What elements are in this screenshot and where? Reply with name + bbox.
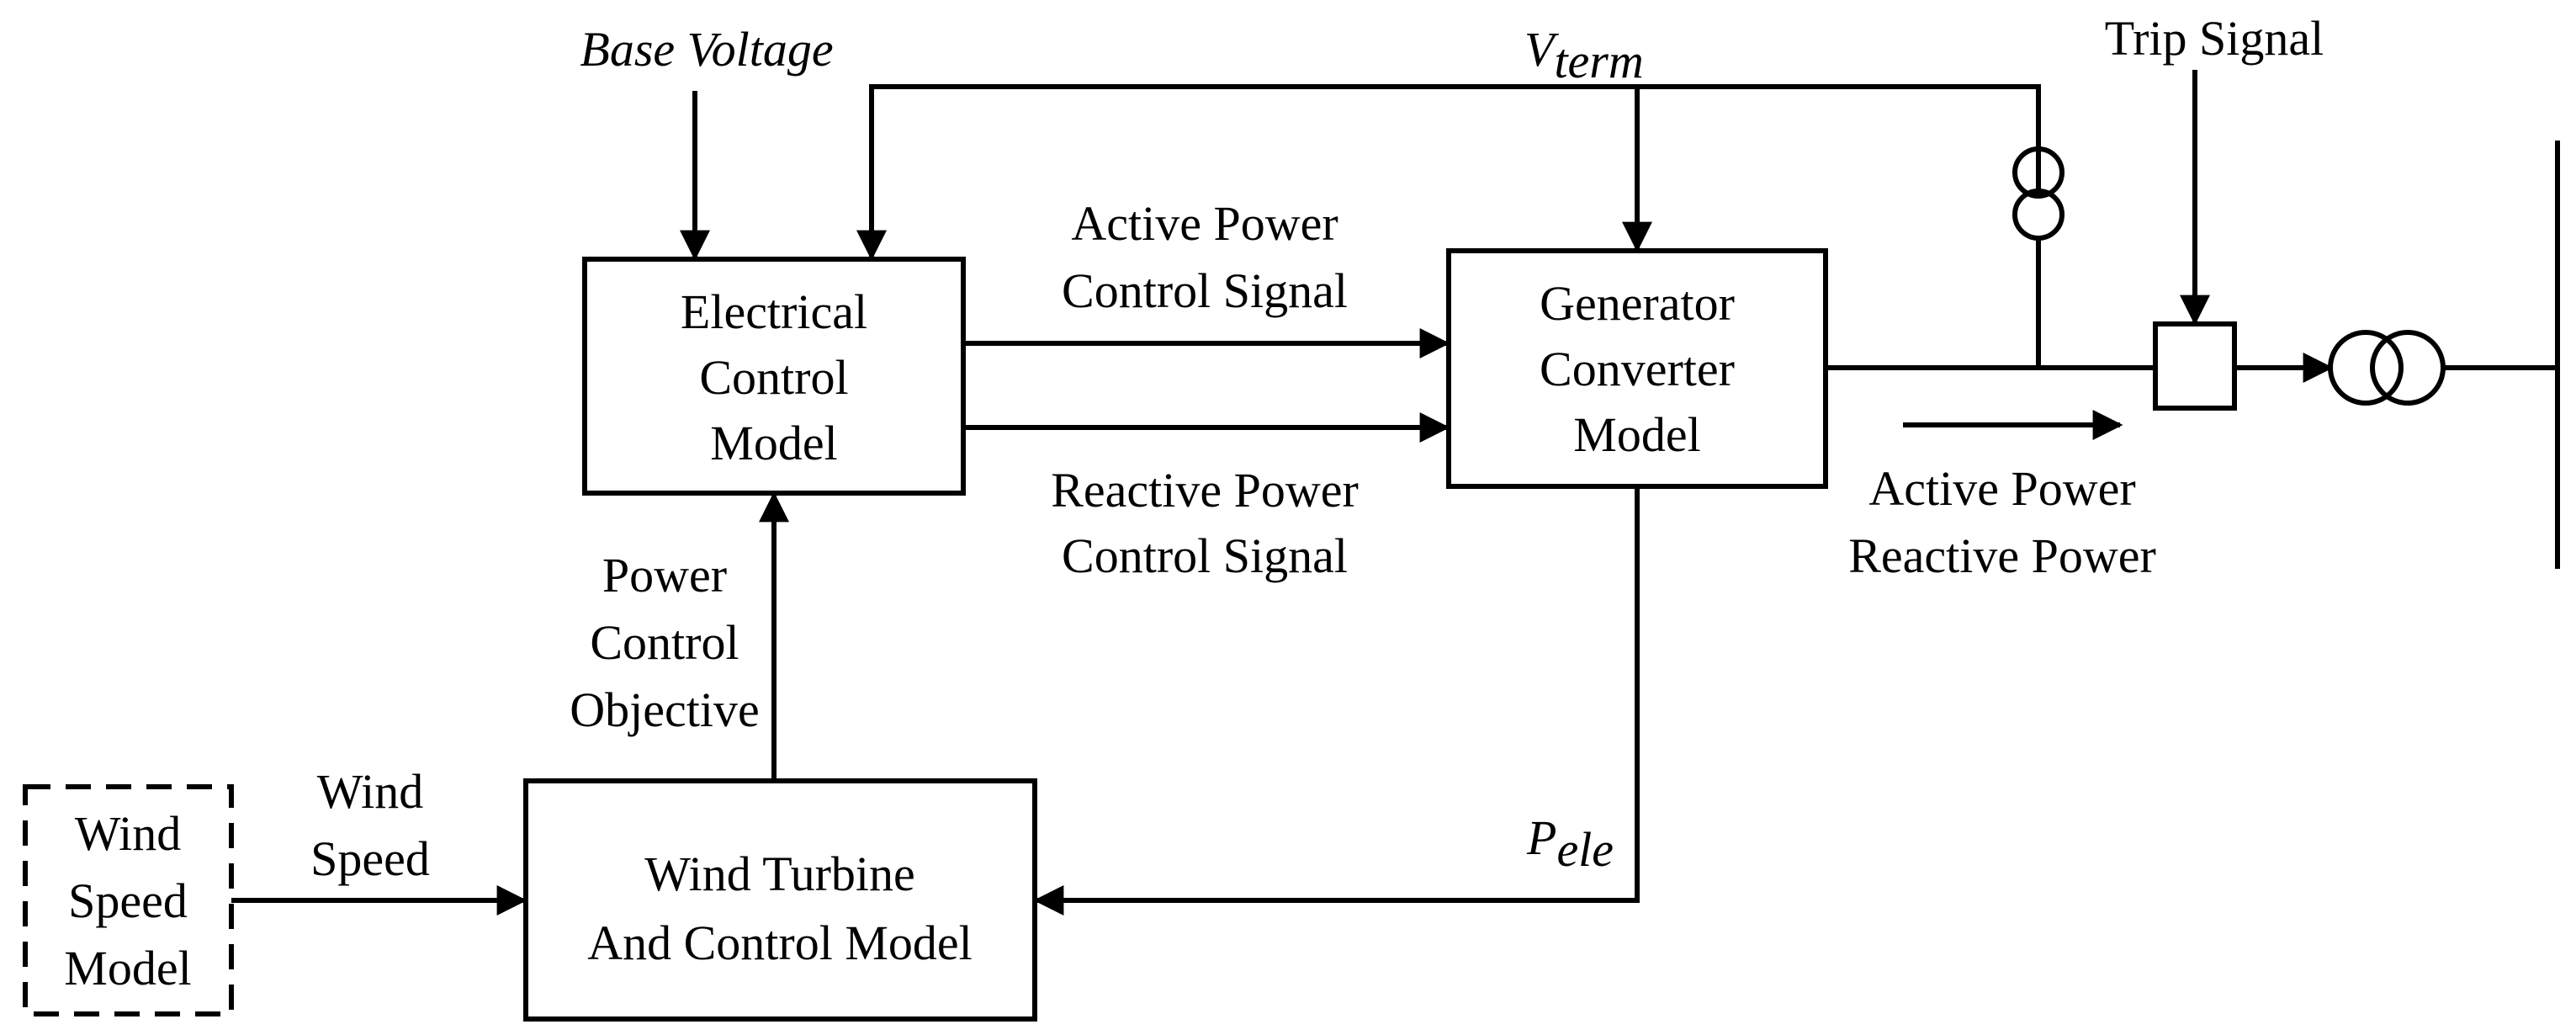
wind-turbine-label-1: Wind Turbine: [644, 847, 915, 901]
active-power-control-label-1: Active Power: [1071, 196, 1338, 251]
wind-speed-label-3: Model: [64, 941, 191, 995]
pele-main: P: [1526, 810, 1556, 865]
vterm-main: V: [1524, 22, 1560, 77]
wind-turbine-control-model-block: Wind Turbine And Control Model: [523, 778, 1037, 1022]
generator-converter-label-1: Generator: [1540, 276, 1735, 331]
electrical-control-model-block: Electrical Control Model: [582, 257, 966, 496]
electrical-control-label-2: Control: [699, 350, 848, 405]
circuit-breaker-icon: [2153, 321, 2237, 411]
wind-speed-signal-label-1: Wind: [317, 764, 424, 819]
pele-label: Pele: [1526, 810, 1614, 877]
power-output-label-1: Active Power: [1868, 461, 2135, 516]
pele-subscript: ele: [1556, 822, 1614, 877]
trip-signal-label: Trip Signal: [2105, 11, 2324, 66]
reactive-power-control-label-1: Reactive Power: [1051, 463, 1359, 518]
electrical-control-label-3: Model: [710, 416, 837, 470]
vterm-label: Vterm: [1524, 22, 1644, 88]
base-voltage-label: Base Voltage: [580, 22, 833, 77]
power-output-label-2: Reactive Power: [1848, 528, 2156, 583]
wind-turbine-label-2: And Control Model: [587, 916, 973, 970]
generator-converter-label-2: Converter: [1540, 342, 1735, 396]
power-control-objective-label-2: Control: [590, 615, 739, 670]
vterm-subscript: term: [1554, 34, 1643, 88]
pele-feedback-arrow: [1033, 486, 1640, 916]
wind-speed-label-2: Speed: [68, 873, 188, 928]
generator-converter-model-block: Generator Converter Model: [1446, 248, 1828, 489]
step-up-transformer-icon: [2328, 330, 2446, 406]
electrical-control-label-1: Electrical: [681, 284, 867, 339]
active-power-control-label-2: Control Signal: [1062, 263, 1348, 318]
reactive-power-control-label-2: Control Signal: [1062, 528, 1348, 583]
wind-speed-label-1: Wind: [75, 806, 182, 861]
vterm-feedback-line: [856, 84, 2041, 261]
wind-speed-model-block: Wind Speed Model: [23, 784, 234, 1016]
generator-converter-label-3: Model: [1573, 407, 1700, 462]
power-control-objective-label-3: Objective: [570, 682, 759, 737]
wind-speed-signal-label-2: Speed: [310, 831, 430, 886]
power-control-objective-label-1: Power: [602, 548, 727, 602]
